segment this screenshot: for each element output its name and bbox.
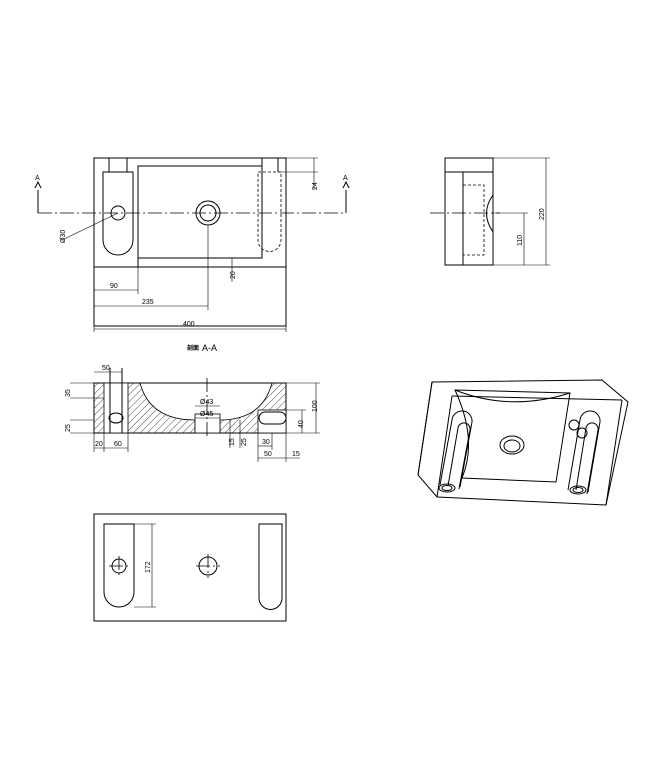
bottom-view: 172 — [93, 513, 287, 622]
dim-25-mid: 25 — [241, 438, 248, 446]
left-slot-outline — [102, 171, 134, 256]
dim-60: 60 — [114, 441, 122, 448]
section-mark-right: A — [343, 175, 348, 182]
dim-phi43: Ø43 — [200, 399, 213, 406]
dim-30: 30 — [262, 439, 270, 446]
section-title-prefix: 剖面 — [187, 344, 199, 352]
dim-35: 35 — [65, 389, 72, 397]
section-view: 50 35 25 20 60 Ø43 Ø45 15 25 30 40 100 5… — [65, 365, 320, 462]
section-mark-left: A — [35, 175, 40, 182]
dim-50: 50 — [102, 365, 110, 372]
right-slot-hidden — [257, 171, 282, 252]
side-view: 220 110 — [430, 157, 550, 266]
dim-drain-hole: Ø30 — [60, 230, 67, 243]
section-title: 剖面 A-A — [187, 343, 217, 353]
dim-50-right: 50 — [264, 451, 272, 458]
dim-100: 100 — [312, 400, 319, 412]
dim-40: 40 — [298, 420, 305, 428]
dim-110: 110 — [517, 235, 524, 246]
bottom-left-slot — [103, 523, 135, 608]
dim-15-right: 15 — [292, 451, 300, 458]
dim-15-left: 15 — [229, 438, 236, 446]
top-view: A A 24 Ø30 20 90 235 400 — [34, 157, 350, 332]
isometric-view — [417, 379, 629, 506]
bottom-right-slot — [258, 523, 283, 610]
dim-90: 90 — [110, 283, 118, 290]
dim-220: 220 — [539, 208, 546, 220]
section-title-text: A-A — [202, 343, 217, 353]
dim-400: 400 — [183, 321, 195, 328]
dim-25-left: 25 — [65, 424, 72, 432]
dim-172: 172 — [145, 561, 152, 573]
dim-20: 20 — [230, 271, 237, 279]
dim-24: 24 — [312, 182, 319, 190]
dim-20: 20 — [95, 441, 103, 448]
dim-235: 235 — [142, 299, 154, 306]
dim-phi45: Ø45 — [200, 411, 213, 418]
